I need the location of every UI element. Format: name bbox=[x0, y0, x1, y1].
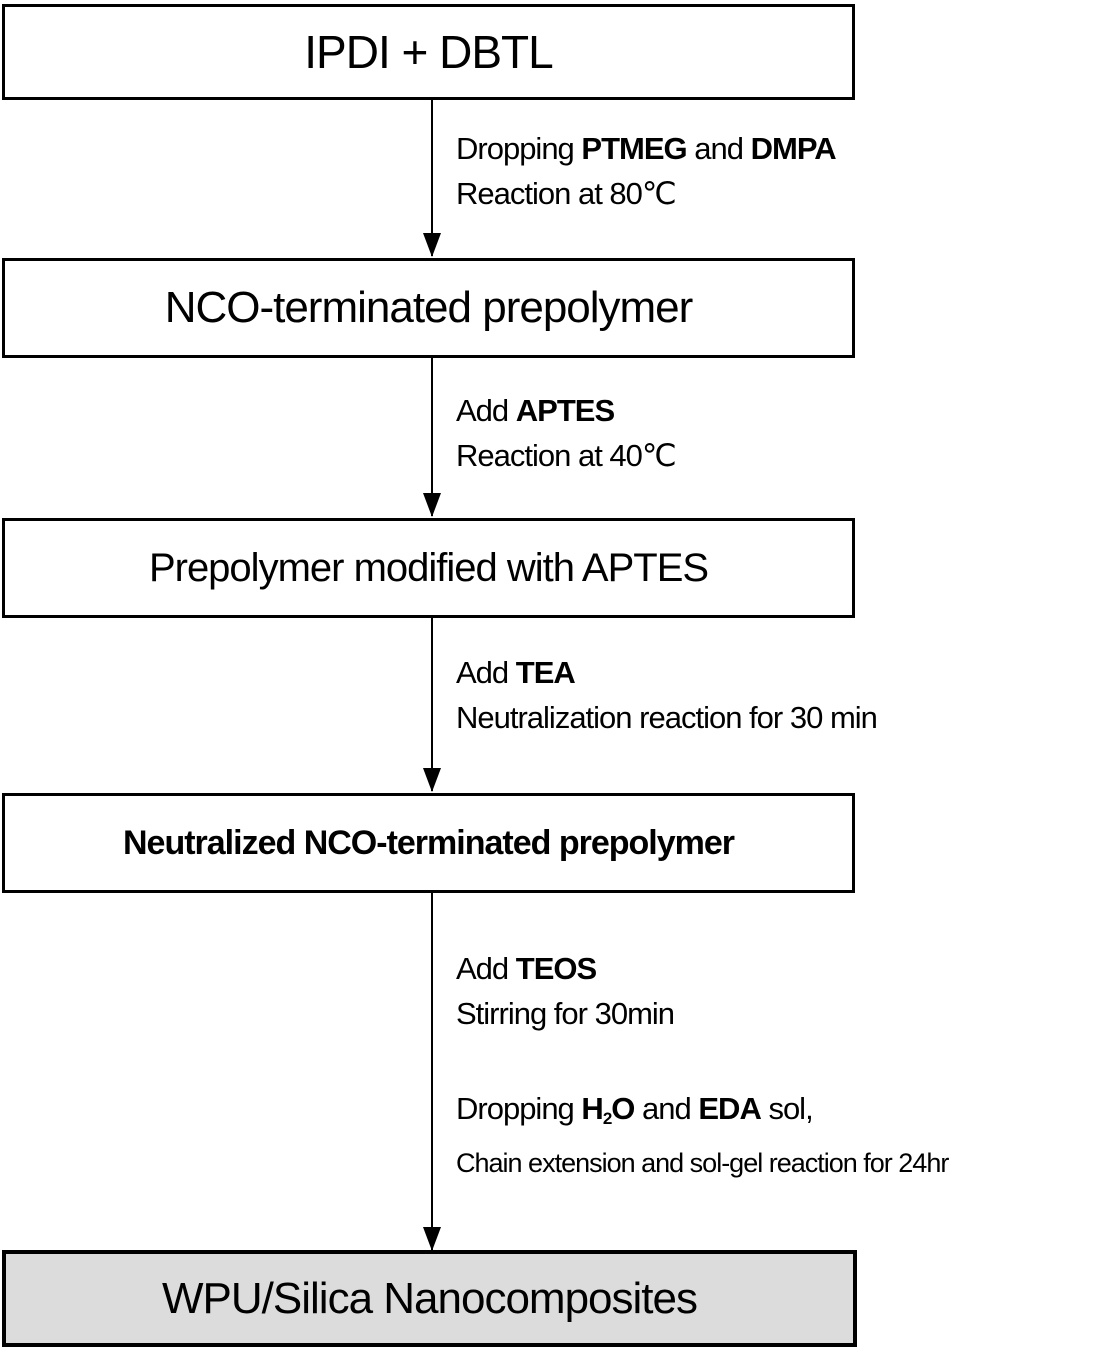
process-box-ipdi-dbtl: IPDI + DBTL bbox=[2, 4, 855, 100]
step-line: Neutralization reaction for 30 min bbox=[456, 695, 878, 740]
reagent-name: APTES bbox=[515, 393, 615, 428]
step-annotation-3: Add TEA Neutralization reaction for 30 m… bbox=[456, 650, 878, 740]
step-annotation-1: Dropping PTMEG and DMPA Reaction at 80℃ bbox=[456, 126, 837, 216]
step-annotation-5: Dropping H2O and EDA sol, Chain extensio… bbox=[456, 1086, 949, 1186]
step-line: Add TEA bbox=[456, 650, 877, 695]
step-text: Chain extension and sol-gel reaction for… bbox=[456, 1148, 949, 1179]
step-text: sol, bbox=[760, 1091, 813, 1126]
process-box-label: Prepolymer modified with APTES bbox=[148, 545, 709, 590]
reagent-name: PTMEG bbox=[581, 131, 687, 166]
step-text: Reaction at 40℃ bbox=[456, 438, 677, 473]
process-box-label: NCO-terminated prepolymer bbox=[164, 283, 694, 332]
step-text: Stirring for 30min bbox=[456, 996, 675, 1031]
process-box-aptes-modified: Prepolymer modified with APTES bbox=[2, 518, 855, 618]
step-text: and bbox=[686, 131, 751, 166]
process-box-label: IPDI + DBTL bbox=[304, 26, 553, 78]
process-box-label: Neutralized NCO-terminated prepolymer bbox=[122, 823, 735, 862]
flow-arrow-4 bbox=[431, 890, 433, 1250]
step-text: Dropping bbox=[456, 131, 582, 166]
step-line: Stirring for 30min bbox=[456, 991, 675, 1036]
step-text: Neutralization reaction for 30 min bbox=[456, 700, 878, 735]
flow-arrow-3 bbox=[431, 615, 433, 791]
step-line: Dropping H2O and EDA sol, bbox=[456, 1086, 948, 1141]
step-line: Reaction at 40℃ bbox=[456, 433, 677, 478]
reagent-name: TEA bbox=[515, 655, 576, 690]
step-line: Chain extension and sol-gel reaction for… bbox=[456, 1141, 949, 1186]
step-line: Add TEOS bbox=[456, 946, 674, 991]
step-annotation-4: Add TEOS Stirring for 30min bbox=[456, 946, 675, 1036]
step-text: Reaction at 80℃ bbox=[456, 176, 677, 211]
step-text: and bbox=[634, 1091, 699, 1126]
reagent-name: EDA bbox=[698, 1091, 761, 1126]
step-text: Add bbox=[456, 655, 516, 690]
step-text: Dropping bbox=[456, 1091, 582, 1126]
flow-arrow-2 bbox=[431, 355, 433, 516]
process-box-wpu-silica: WPU/Silica Nanocomposites bbox=[2, 1250, 857, 1347]
step-line: Reaction at 80℃ bbox=[456, 171, 836, 216]
step-line: Add APTES bbox=[456, 388, 676, 433]
reagent-name: O bbox=[611, 1091, 635, 1126]
process-box-label: WPU/Silica Nanocomposites bbox=[162, 1273, 698, 1323]
step-line: Dropping PTMEG and DMPA bbox=[456, 126, 837, 171]
subscript-2: 2 bbox=[602, 1109, 613, 1129]
step-annotation-2: Add APTES Reaction at 40℃ bbox=[456, 388, 677, 478]
reagent-name: DMPA bbox=[750, 131, 837, 166]
process-box-neutralized-prepolymer: Neutralized NCO-terminated prepolymer bbox=[2, 793, 855, 893]
process-box-nco-prepolymer: NCO-terminated prepolymer bbox=[2, 258, 855, 358]
reagent-name: TEOS bbox=[515, 951, 597, 986]
reagent-name: H bbox=[581, 1091, 603, 1126]
step-text: Add bbox=[456, 393, 516, 428]
step-text: Add bbox=[456, 951, 516, 986]
flow-arrow-1 bbox=[431, 100, 433, 256]
